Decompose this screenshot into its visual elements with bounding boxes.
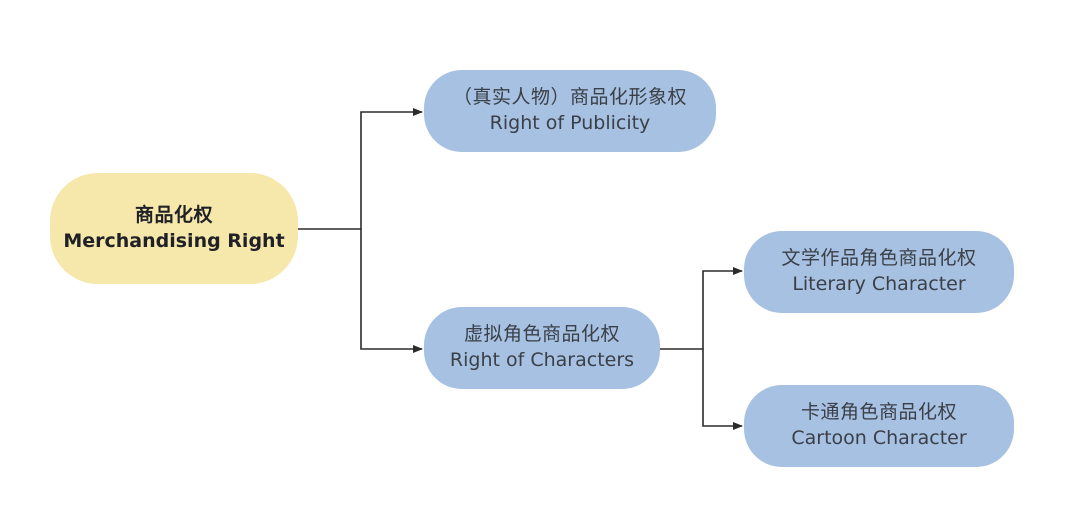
node-label-en: Merchandising Right <box>63 229 285 252</box>
edge-characters-to-literary <box>660 267 743 350</box>
node-label-zh: 卡通角色商品化权 <box>800 401 957 424</box>
edge-root-to-publicity <box>298 108 423 230</box>
node-literary-character: 文学作品角色商品化权 Literary Character <box>744 231 1014 313</box>
node-label-en: Right of Publicity <box>489 112 651 134</box>
node-label-zh: 文学作品角色商品化权 <box>781 247 977 270</box>
node-right-of-characters: 虚拟角色商品化权 Right of Characters <box>424 307 660 389</box>
node-merchandising-right: 商品化权 Merchandising Right <box>50 173 298 284</box>
node-label-en: Right of Characters <box>449 349 635 371</box>
node-right-of-publicity: （真实人物）商品化形象权 Right of Publicity <box>424 70 716 152</box>
node-label-en: Literary Character <box>792 273 966 295</box>
node-label-zh: 虚拟角色商品化权 <box>463 323 620 346</box>
node-label-en: Cartoon Character <box>791 427 967 449</box>
node-cartoon-character: 卡通角色商品化权 Cartoon Character <box>744 385 1014 467</box>
edge-root-to-characters <box>360 229 423 353</box>
edge-characters-to-cartoon <box>702 349 743 430</box>
node-label-zh: （真实人物）商品化形象权 <box>452 86 687 109</box>
node-label-zh: 商品化权 <box>134 203 213 226</box>
